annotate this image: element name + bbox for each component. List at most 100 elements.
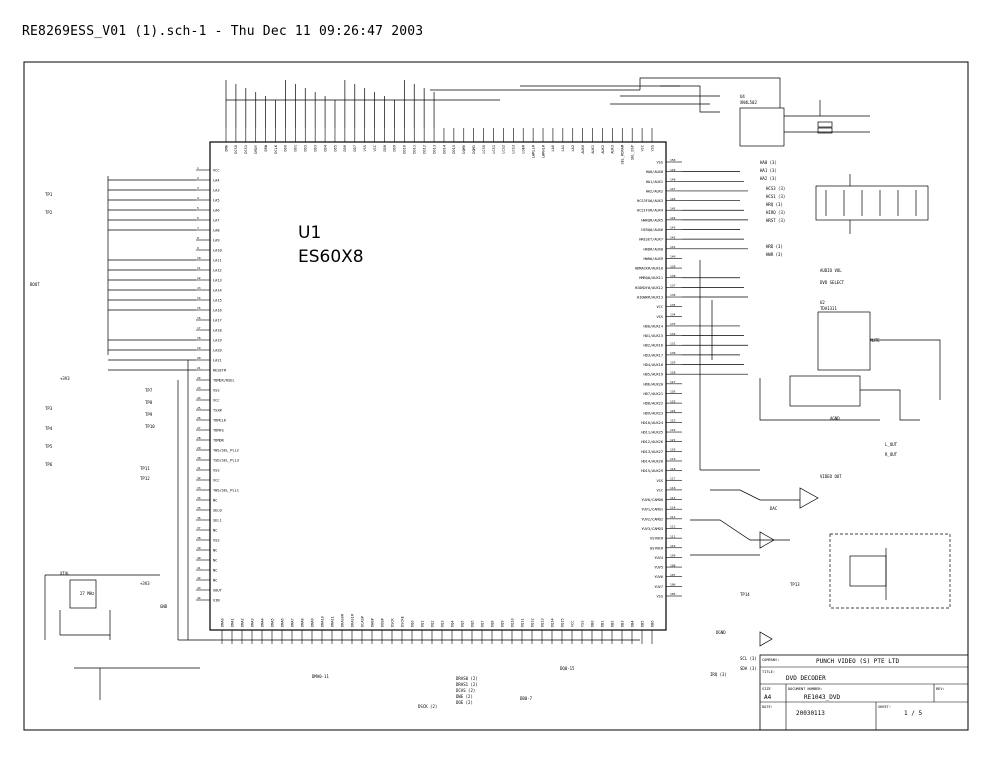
- net-label-left: XTAL: [60, 571, 70, 576]
- size-label: SIZE: [762, 687, 771, 691]
- wire: [660, 85, 720, 113]
- left-pin-label: LA3: [213, 189, 220, 193]
- bottom-pin-label: DB6: [650, 621, 654, 628]
- left-pin-label: LA12: [213, 269, 222, 273]
- right-pin-number: 145: [670, 206, 676, 210]
- left-pin-number: 26: [197, 416, 201, 420]
- right-pin-number: 117: [670, 476, 676, 480]
- top-pin-label: AUX1: [591, 145, 595, 154]
- size-value: A4: [764, 694, 772, 701]
- bottom-pin-label: DQ8: [490, 621, 494, 628]
- right-pin-number: 149: [670, 168, 676, 172]
- right-pin-label: HMRQ#/AUX11: [639, 276, 663, 280]
- right-pin-label: HD15/AUX29: [641, 469, 663, 473]
- net-label-left: TP3: [45, 406, 53, 411]
- net-label-right: VIDEO OUT: [820, 474, 842, 479]
- top-pin-label: LWRHL#: [541, 144, 545, 158]
- left-pin-number: 44: [197, 596, 201, 600]
- right-pin-number: 128: [670, 370, 676, 374]
- top-pin-label: LCS0: [482, 145, 486, 154]
- right-pin-number: 113: [670, 515, 676, 519]
- top-pin-label: SEL_DSP: [630, 145, 634, 160]
- bottom-pin-label: DMA7: [290, 618, 294, 627]
- top-pin-label: DRW: [264, 144, 268, 151]
- top-pin-label: DD13: [432, 145, 436, 154]
- net-label-right: HA1 (3): [760, 168, 777, 173]
- bottom-pin-label: DMA10: [320, 616, 324, 627]
- sheet-value: 1 / 5: [904, 710, 922, 717]
- bottom-pin-label: DB1: [600, 621, 604, 628]
- top-pin-label: AUX0: [581, 145, 585, 154]
- right-pin-number: 108: [670, 563, 676, 567]
- left-pin-label: NC: [213, 529, 217, 533]
- top-pin-label: LA0: [551, 145, 555, 152]
- left-pin-number: 11: [197, 266, 201, 270]
- date-label: DATE:: [762, 705, 773, 709]
- left-pin-number: 8: [197, 236, 199, 240]
- right-pin-number: 135: [670, 303, 676, 307]
- left-pin-number: 18: [197, 336, 201, 340]
- bottom-pin-label: DMA4: [260, 618, 264, 627]
- right-pin-label: HD7/AUX21: [644, 392, 663, 396]
- right-pin-number: 111: [670, 534, 676, 538]
- bottom-pin-label: DB2: [610, 621, 614, 628]
- bottom-pin-label: DQ10: [510, 618, 514, 627]
- sheet-border: [23, 61, 969, 731]
- net-label-bottom: DSCK (2): [418, 704, 437, 709]
- right-pin-number: 106: [670, 583, 676, 587]
- top-pin-label: LA1: [561, 145, 565, 152]
- bottom-pin-label: DMA3: [250, 618, 254, 627]
- left-pin-label: TDMDR: [213, 439, 225, 443]
- audio-dac-part: TDA1311: [820, 306, 837, 311]
- bottom-pin-label: DQ2: [430, 621, 434, 628]
- right-pin-label: HCS1FX#/AUX4: [637, 209, 663, 213]
- left-pin-label: SEL1: [213, 519, 222, 523]
- net-label-right: R_OUT: [885, 452, 898, 457]
- net-label-right: SDA (3): [740, 666, 757, 671]
- right-pin-label: HIORDY#/AUX12: [635, 286, 663, 290]
- top-pin-label: VCC: [373, 145, 377, 152]
- right-pin-number: 121: [670, 438, 676, 442]
- right-pin-label: HD9/AUX23: [644, 411, 663, 415]
- right-pin-label: YUV3/CAMO3: [641, 527, 663, 531]
- left-pin-number: 10: [197, 256, 201, 260]
- right-pin-label: YUV5: [654, 566, 663, 570]
- left-pin-number: 15: [197, 306, 201, 310]
- bottom-pin-label: DQ15: [560, 618, 564, 627]
- left-pin-label: LA14: [213, 289, 222, 293]
- right-pin-label: HIOWR#/AUX13: [637, 296, 663, 300]
- net-label-bottom: DOE (2): [456, 700, 473, 705]
- wire: [860, 389, 920, 421]
- right-pin-label: HRD#/AUX8: [644, 247, 663, 251]
- right-pin-label: VSS: [657, 479, 664, 483]
- left-pin-label: LA19: [213, 339, 222, 343]
- top-pin-label: DD9: [393, 145, 397, 152]
- right-pin-number: 126: [670, 390, 676, 394]
- net-label-bottom: DB0-7: [520, 696, 533, 701]
- top-pin-label: DD2: [304, 145, 308, 152]
- net-label-right: AGND: [830, 416, 840, 421]
- left-pin-number: 34: [197, 496, 201, 500]
- wire: [870, 339, 941, 400]
- net-label-right: DGND: [716, 630, 726, 635]
- left-pin-label: VCC: [213, 479, 220, 483]
- left-pin-label: TSX#: [213, 409, 222, 413]
- left-pin-number: 19: [197, 346, 201, 350]
- right-pin-number: 119: [670, 457, 676, 461]
- right-pin-number: 146: [670, 197, 676, 201]
- wire: [759, 378, 880, 421]
- left-pin-label: NC: [213, 569, 217, 573]
- right-pin-label: HD6/AUX20: [644, 382, 663, 386]
- chip-ref: U1: [298, 223, 321, 243]
- left-pin-number: 31: [197, 466, 201, 470]
- net-label-left: +3V3: [140, 581, 150, 586]
- docnum-value: RE1043_DVD: [804, 694, 841, 701]
- right-pin-label: HIRQ#/AUX6: [641, 228, 663, 232]
- right-pin-label: HD11/AUX25: [641, 431, 663, 435]
- op-amp-block: [789, 375, 861, 407]
- company-label: COMPANY:: [762, 658, 779, 662]
- net-label-right: TP13: [790, 582, 800, 587]
- net-label-right: HA2 (3): [760, 176, 777, 181]
- top-pin-label: LCS3: [512, 145, 516, 154]
- left-pin-label: LA10: [213, 249, 222, 253]
